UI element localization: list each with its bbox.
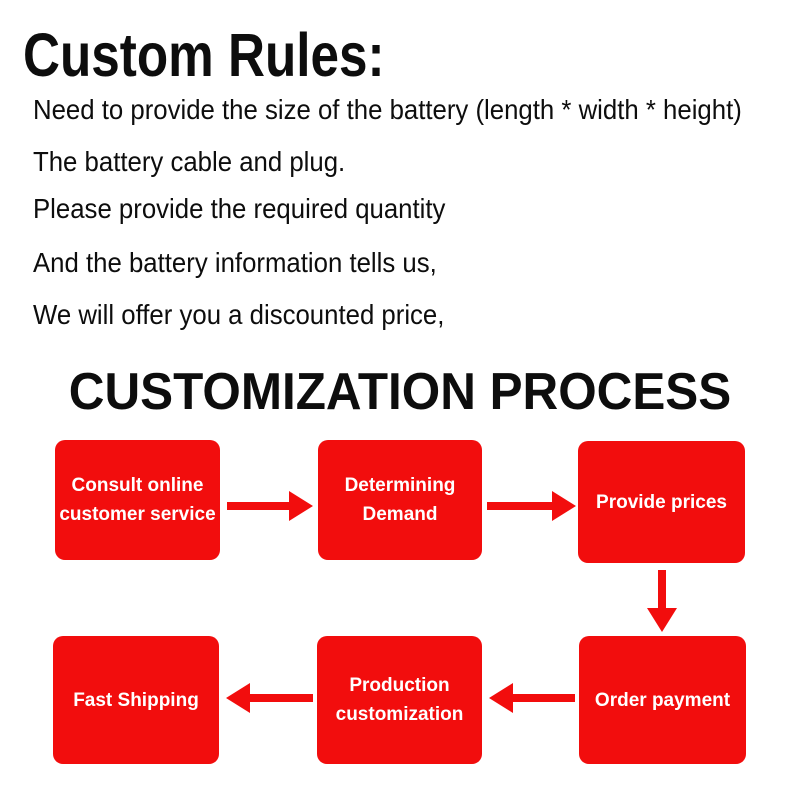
- arrow-shaft: [658, 570, 666, 612]
- arrow-head: [552, 491, 576, 521]
- arrow-shaft: [487, 502, 556, 510]
- rule-line: Need to provide the size of the battery …: [33, 94, 742, 125]
- arrow-down-icon: [647, 570, 677, 632]
- arrow-shaft: [246, 694, 313, 702]
- arrow-left-icon: [489, 683, 575, 713]
- step-label-line: Demand: [362, 504, 438, 525]
- arrow-head: [226, 683, 250, 713]
- step-label-line: customer service: [59, 504, 216, 525]
- arrow-right-icon: [487, 491, 576, 521]
- arrow-shaft: [509, 694, 575, 702]
- step-label-line: customization: [335, 704, 464, 725]
- arrow-left-icon: [226, 683, 313, 713]
- step-label-line: Production: [349, 675, 450, 696]
- custom-rules-title: Custom Rules:: [23, 21, 385, 89]
- step-label-line: Order payment: [594, 689, 731, 711]
- arrow-right-icon: [227, 491, 313, 521]
- step-label-line: Determining: [344, 475, 456, 496]
- arrow-head: [289, 491, 313, 521]
- step-consult-online-customer-service: Consult online customer service: [55, 440, 220, 560]
- rule-line: And the battery information tells us,: [33, 247, 437, 278]
- step-order-payment: Order payment: [579, 636, 746, 764]
- rule-line: We will offer you a discounted price,: [33, 299, 445, 330]
- step-label-line: Consult online: [71, 475, 204, 496]
- customization-process-title: CUSTOMIZATION PROCESS: [68, 363, 732, 421]
- rule-line: Please provide the required quantity: [33, 193, 446, 224]
- step-provide-prices: Provide prices: [578, 441, 745, 563]
- step-label-line: Provide prices: [596, 491, 727, 513]
- arrow-shaft: [227, 502, 293, 510]
- step-determining-demand: Determining Demand: [318, 440, 482, 560]
- step-label-line: Fast Shipping: [73, 689, 199, 711]
- rule-line: The battery cable and plug.: [33, 146, 346, 177]
- step-fast-shipping: Fast Shipping: [53, 636, 219, 764]
- arrow-head: [647, 608, 677, 632]
- step-production-customization: Production customization: [317, 636, 482, 764]
- arrow-head: [489, 683, 513, 713]
